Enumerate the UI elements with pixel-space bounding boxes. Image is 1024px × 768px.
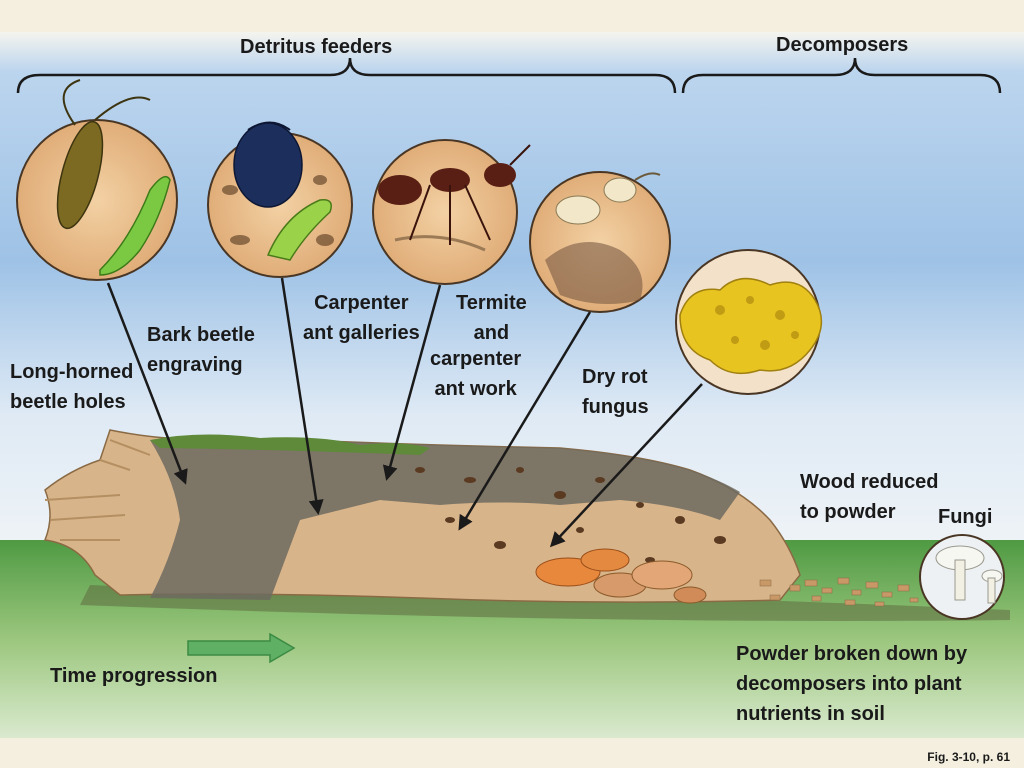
arrow-bark-beetle bbox=[280, 277, 324, 515]
wood-powder-pile bbox=[759, 577, 919, 607]
label-dry-rot-fungus: Dry rot fungus bbox=[582, 366, 649, 418]
log-bark bbox=[150, 440, 740, 600]
arrow-dry-rot bbox=[549, 383, 703, 548]
fungi-circle bbox=[919, 534, 1005, 620]
label-carpenter-ant-work: carpenter ant work bbox=[430, 348, 522, 400]
label-carpenter-ant-galleries: Carpenter ant galleries bbox=[303, 292, 420, 344]
termite-circle bbox=[529, 171, 671, 313]
log-holes bbox=[415, 467, 726, 563]
label-fungi: Fungi bbox=[938, 506, 993, 528]
long-horned-beetle-circle bbox=[16, 79, 178, 281]
decomposers-header: Decomposers bbox=[776, 34, 909, 56]
figure-caption: Fig. 3-10, p. 61 bbox=[927, 750, 1010, 764]
log-mushrooms bbox=[535, 548, 707, 604]
pointer-arrows bbox=[106, 277, 703, 548]
arrow-long-horned bbox=[106, 282, 188, 485]
top-strip bbox=[0, 0, 1024, 32]
arrow-carpenter-ant bbox=[382, 284, 442, 481]
label-long-horned-beetle-holes: Long-horned beetle holes bbox=[10, 361, 134, 413]
bark-beetle-circle bbox=[207, 121, 353, 278]
label-bark-beetle-engraving: Bark beetle engraving bbox=[147, 324, 255, 376]
label-time-progression: Time progression bbox=[50, 665, 218, 687]
detritus-feeders-header: Detritus feeders bbox=[240, 36, 393, 58]
label-termite-and: Termite and bbox=[456, 292, 527, 344]
detritus-brace bbox=[16, 57, 677, 94]
bottom-strip bbox=[0, 738, 1024, 768]
log-moss bbox=[150, 434, 430, 455]
carpenter-ant-circle bbox=[372, 139, 531, 285]
time-progression-arrow bbox=[187, 632, 296, 664]
label-powder-broken-down: Powder broken down by decomposers into p… bbox=[736, 643, 968, 725]
log-end-splinters bbox=[44, 439, 151, 541]
decomposers-brace bbox=[681, 57, 1002, 94]
label-wood-reduced-to-powder: Wood reduced to powder bbox=[800, 471, 939, 523]
dry-rot-fungus-circle bbox=[675, 249, 823, 395]
arrow-termite bbox=[458, 311, 592, 531]
